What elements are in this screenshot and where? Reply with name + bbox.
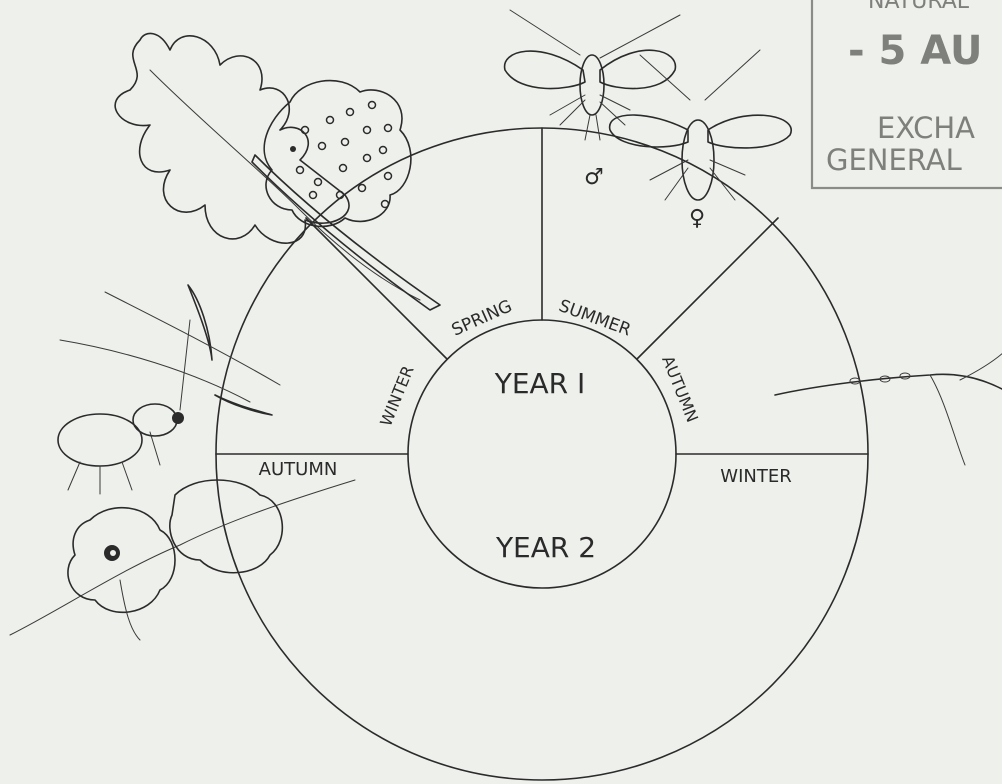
season-summer-label: SUMMER bbox=[556, 296, 634, 341]
wingless-wasp-illustration bbox=[58, 320, 190, 494]
library-stamp: NATURAL - 5 AU EXCHA GENERAL bbox=[812, 0, 1002, 188]
season-winter-year1-label: WINTER bbox=[376, 363, 417, 429]
twig-illustration-right bbox=[775, 352, 1002, 465]
year-2-label: YEAR 2 bbox=[495, 531, 596, 564]
male-wasp-illustration: ♂ bbox=[505, 10, 680, 190]
female-wasp-illustration: ♀ bbox=[610, 50, 792, 231]
gall-left bbox=[68, 508, 175, 613]
gall-pair-illustration bbox=[10, 480, 355, 640]
spoke-summer-autumn bbox=[637, 218, 778, 359]
larva-leaf-illustration-left bbox=[60, 285, 280, 415]
gall-right bbox=[170, 480, 283, 573]
year-1-label: YEAR I bbox=[494, 367, 586, 400]
season-autumn-year2-label: AUTUMN bbox=[259, 459, 338, 480]
season-autumn-year1-label: AUTUMN bbox=[658, 353, 702, 425]
oak-leaf-illustration bbox=[115, 33, 440, 310]
stamp-line1: NATURAL bbox=[868, 0, 970, 14]
stamp-line2: - 5 AU bbox=[848, 28, 983, 74]
stamp-line3: EXCHA bbox=[877, 111, 975, 145]
spoke-winter-spring bbox=[306, 218, 447, 359]
stamp-line4: GENERAL bbox=[826, 143, 962, 177]
season-winter-year2-label: WINTER bbox=[720, 466, 791, 487]
male-symbol: ♂ bbox=[584, 165, 604, 190]
female-symbol: ♀ bbox=[689, 206, 705, 231]
